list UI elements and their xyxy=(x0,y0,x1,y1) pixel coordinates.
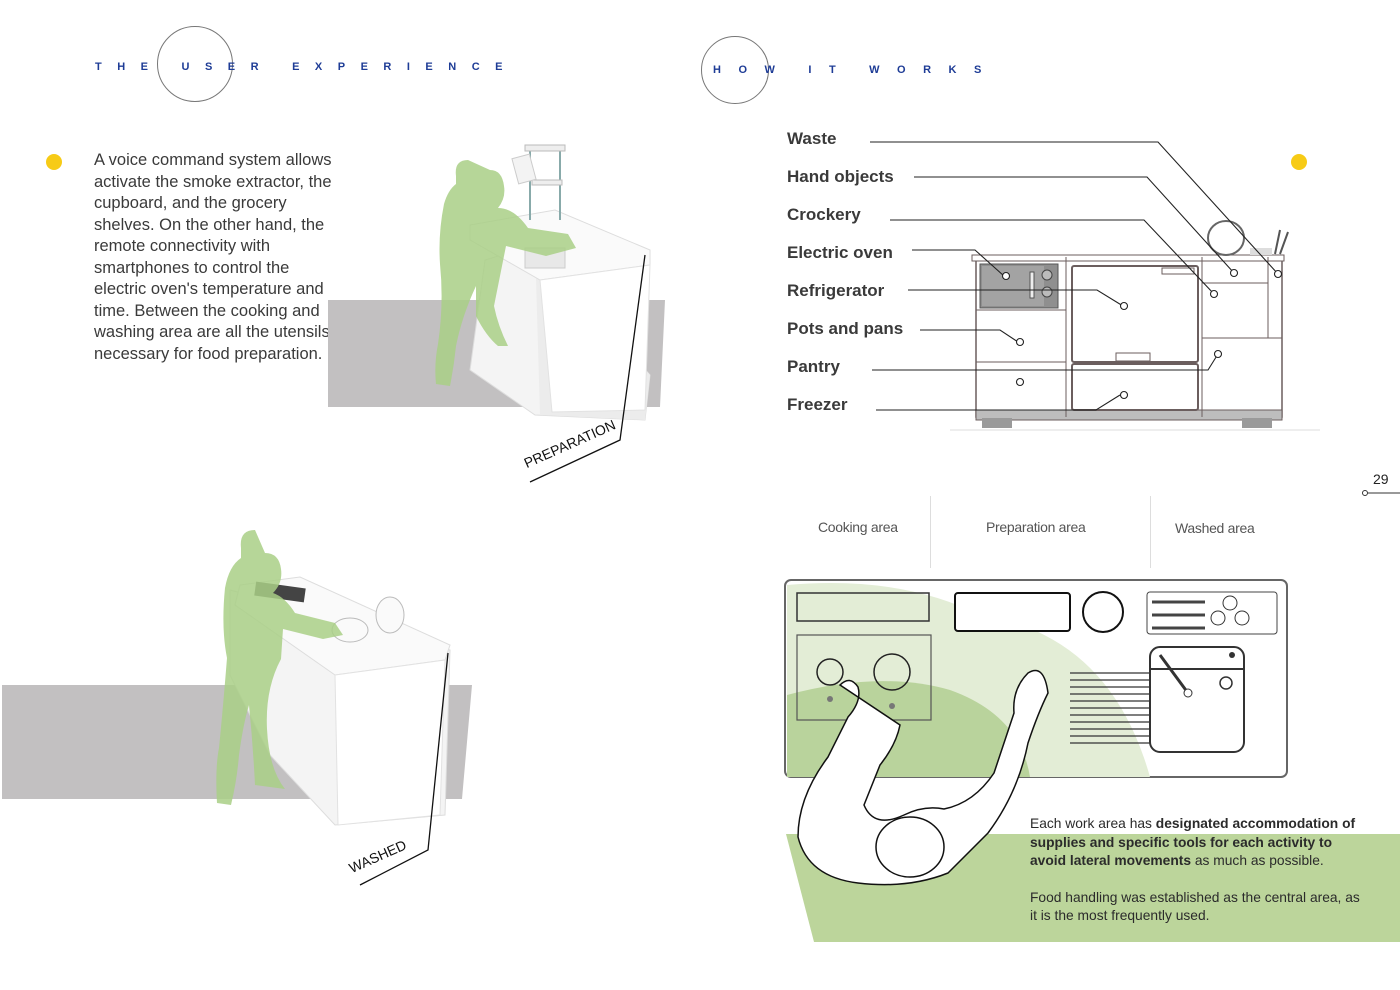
caption-paragraph-2: Food handling was established as the cen… xyxy=(1030,889,1360,924)
bullet-dot xyxy=(1291,154,1307,170)
washed-leader-line xyxy=(359,652,449,886)
area-divider xyxy=(930,496,931,568)
head-top-view xyxy=(875,816,945,878)
leader-refrigerator xyxy=(908,289,1124,307)
label-pantry: Pantry xyxy=(787,357,840,376)
title-word: EXPERIENCE xyxy=(292,61,518,73)
leader-freezer xyxy=(876,394,1121,411)
marker-waste xyxy=(1273,269,1283,279)
area-divider xyxy=(1150,496,1151,568)
top-view-plan xyxy=(784,579,1288,886)
cabinet-right-face xyxy=(334,659,446,826)
plate xyxy=(375,596,405,634)
marker-freezer xyxy=(1119,390,1129,400)
leader-crockery xyxy=(890,219,1215,295)
marker-pantry-left xyxy=(1015,377,1025,387)
caption-text: Each work area has designated accommodat… xyxy=(1030,815,1360,944)
kitchen-front-elevation xyxy=(870,141,1320,431)
title-word: WORKS xyxy=(869,64,999,76)
title-word: THE xyxy=(95,61,164,73)
preparation-leader-line xyxy=(529,254,646,483)
intro-paragraph: A voice command system allows activate t… xyxy=(94,151,332,363)
cooktop-vent xyxy=(796,592,930,622)
title-circle xyxy=(701,36,769,104)
caption-emphasis: designated accommodation of supplies and… xyxy=(1030,816,1356,868)
section-title-how-it-works: HOW IT WORKS xyxy=(713,64,999,76)
label-pots-and-pans: Pots and pans xyxy=(787,319,904,338)
marker-pantry xyxy=(1213,349,1223,359)
marker-pots-and-pans xyxy=(1015,337,1025,347)
person-silhouette xyxy=(216,530,343,805)
cabinet-right-face xyxy=(539,264,651,413)
person-top-view xyxy=(797,669,1049,886)
washed-illustration xyxy=(2,530,472,886)
round-container xyxy=(1082,591,1124,633)
leader-hand-objects xyxy=(914,176,1235,274)
area-label-washed: Washed area xyxy=(1175,520,1255,536)
marker-crockery xyxy=(1209,289,1219,299)
leader-pots-and-pans xyxy=(920,329,1019,343)
title-word: HOW xyxy=(713,64,793,76)
area-label-cooking: Cooking area xyxy=(818,519,898,535)
preparation-illustration xyxy=(328,144,665,483)
label-waste: Waste xyxy=(787,129,837,148)
freezer xyxy=(1071,363,1199,411)
label-freezer: Freezer xyxy=(787,395,848,414)
marker-electric-oven xyxy=(1001,271,1011,281)
page-number-rule xyxy=(1362,490,1400,496)
area-label-preparation: Preparation area xyxy=(986,519,1086,535)
cutting-board xyxy=(954,592,1071,632)
section-title-user-experience: THE USER EXPERIENCE xyxy=(95,61,518,73)
title-word: USER xyxy=(181,61,275,73)
label-crockery: Crockery xyxy=(787,205,861,224)
title-circle xyxy=(157,26,233,102)
dish-rack xyxy=(1207,220,1245,256)
person-silhouette xyxy=(435,160,576,386)
leader-waste xyxy=(870,141,1279,275)
leader-pantry xyxy=(872,353,1219,371)
title-word: IT xyxy=(808,64,854,76)
marker-hand-objects xyxy=(1229,268,1239,278)
bullet-dot xyxy=(46,154,62,170)
page-number: 29 xyxy=(1373,471,1389,487)
caption-paragraph-1: Each work area has designated accommodat… xyxy=(1030,816,1356,868)
label-refrigerator: Refrigerator xyxy=(787,281,885,300)
label-electric-oven: Electric oven xyxy=(787,243,893,262)
refrigerator xyxy=(1071,265,1199,363)
marker-refrigerator xyxy=(1119,301,1129,311)
leader-electric-oven xyxy=(912,249,1005,277)
label-hand-objects: Hand objects xyxy=(787,167,894,186)
